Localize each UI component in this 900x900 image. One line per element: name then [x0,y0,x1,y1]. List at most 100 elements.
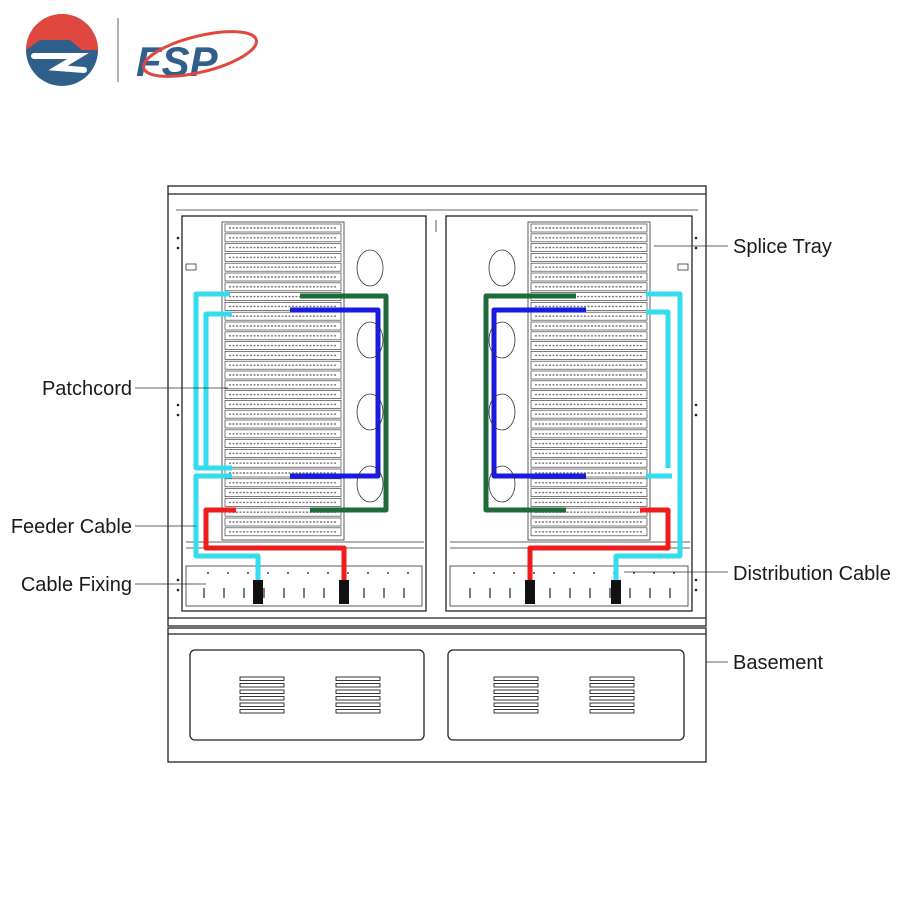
vent-slot [239,696,285,701]
feeder-cable-left [203,507,347,582]
feeder-cable-clamp-right [525,580,535,604]
vent-slot [335,709,381,714]
basement [167,627,707,763]
splice-tray [224,498,342,507]
vent-slot [335,702,381,707]
vent-slot [493,696,539,701]
patchcord-left-green [300,293,389,513]
basement-panel-right [447,649,685,741]
splice-tray [530,302,648,311]
logo-wordmark: FSP [136,38,219,85]
splice-tray [530,360,648,370]
vent-slot [239,683,285,688]
splice-tray [530,311,648,321]
brand-logo: FSP [26,14,258,86]
splice-tray [224,478,342,488]
splice-tray [224,488,342,497]
splice-tray [530,272,648,282]
splice-tray [224,341,342,350]
vent-slot [239,689,285,694]
splice-tray [530,527,648,537]
cables-right [483,291,683,604]
splice-tray [530,517,648,527]
patchcord-left-blue [290,307,381,479]
cables-left [193,291,389,604]
splice-tray [530,439,648,448]
feeder-cable-clamp-left [339,580,349,604]
splice-tray [224,468,342,478]
distribution-cable-left-mid [203,311,232,468]
vent-slot [493,709,539,714]
splice-tray [224,380,342,390]
vent-slot [493,676,539,681]
splice-tray [530,321,648,331]
vent-slot [493,689,539,694]
distribution-cable-clamp-left [253,580,263,604]
vent-slot [589,709,635,714]
patchcord-right-blue [491,307,586,479]
splice-tray [530,468,648,478]
splice-tray [530,233,648,243]
splice-tray [530,253,648,262]
distribution-cable-left-top [193,291,232,471]
basement-outer [167,627,707,763]
splice-tray [224,429,342,439]
splice-tray [530,458,648,468]
splice-tray-stack-right [527,221,651,541]
distribution-cable-right-mid [646,309,671,468]
splice-tray [224,243,342,252]
vent-slot [239,702,285,707]
cabinet-outer [167,185,707,627]
splice-tray [224,302,342,311]
vent-slot [239,709,285,714]
cable-clamps-right [469,572,675,598]
distribution-cable-right-top [613,291,683,580]
cable-entry-ovals [356,249,516,503]
splice-tray [224,517,342,527]
splice-tray [224,527,342,537]
label-splice-tray: Splice Tray [733,236,832,258]
splice-tray [224,253,342,262]
splice-tray [530,400,648,409]
splice-tray [530,449,648,458]
left-compartment [181,215,427,612]
label-basement: Basement [733,652,823,674]
splice-trays-right [530,223,648,537]
splice-tray [224,400,342,409]
splice-tray [224,272,342,282]
splice-tray [530,282,648,292]
splice-tray [530,370,648,380]
basement-panel-left [189,649,425,741]
splice-tray [224,262,342,272]
splice-tray [530,380,648,390]
cable-fixing-plate-left [185,565,423,607]
label-distribution-cable: Distribution Cable [733,563,891,585]
splice-tray [224,351,342,360]
vent-slot [589,689,635,694]
patchcord-right-green [483,293,576,513]
splice-tray [530,390,648,399]
splice-tray [224,360,342,370]
vent-slot [335,696,381,701]
splice-tray [224,370,342,380]
splice-tray [224,439,342,448]
splice-tray [224,331,342,341]
splice-tray [530,409,648,419]
splice-tray [224,390,342,399]
distribution-cable-clamp-right [611,580,621,604]
cable-clamps-left [203,572,409,598]
cabinet [167,185,707,627]
splice-tray [530,498,648,507]
vent-slot [335,683,381,688]
splice-tray [224,223,342,233]
splice-tray [224,419,342,429]
splice-tray [530,331,648,341]
splice-tray [530,223,648,233]
vent-slot [493,683,539,688]
feeder-cable-right [527,507,671,582]
splice-tray [530,429,648,439]
vent-slot [589,696,635,701]
splice-tray [224,449,342,458]
splice-trays-left [224,223,342,537]
